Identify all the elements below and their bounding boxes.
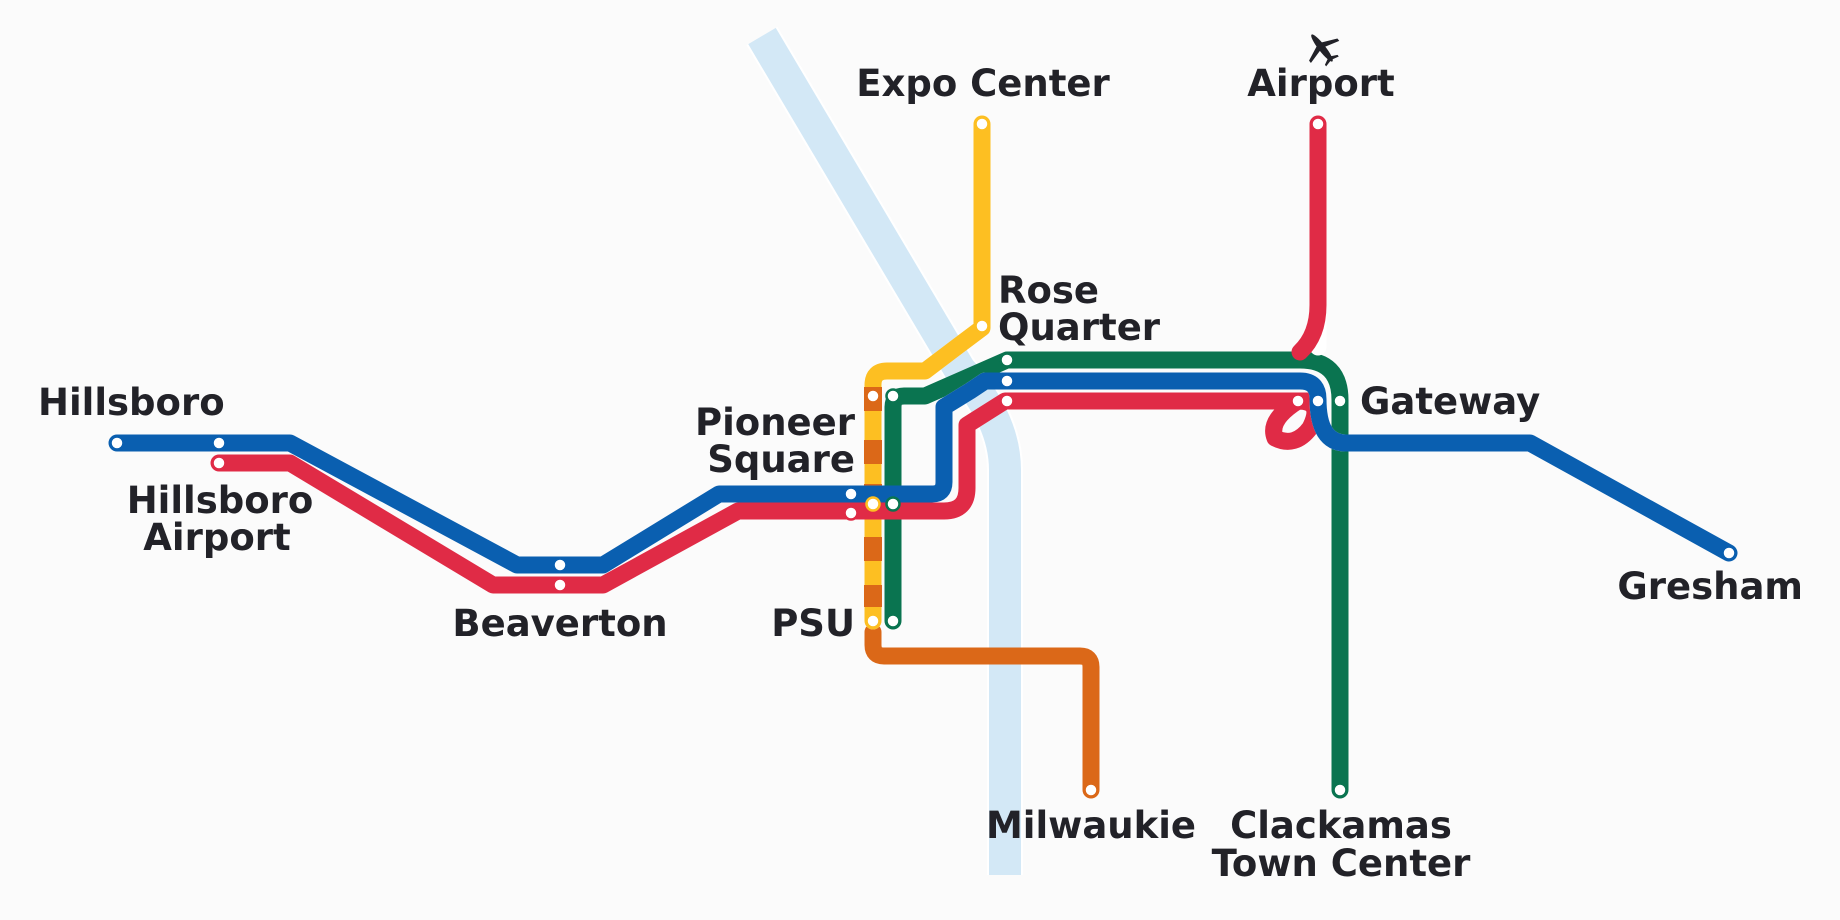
stop-pioneer-square-blue[interactable] <box>843 486 859 502</box>
stop-airport[interactable] <box>1310 116 1326 132</box>
label-gresham: Gresham <box>1617 565 1803 608</box>
label-hillsboro-airport-line2: Airport <box>143 516 290 559</box>
label-pioneer-square-line2: Square <box>707 438 855 481</box>
stop-milwaukie[interactable] <box>1083 782 1099 798</box>
label-beaverton: Beaverton <box>452 602 667 645</box>
stop-hillsboro[interactable] <box>109 435 125 451</box>
stop-psu-yellow[interactable] <box>865 613 881 629</box>
label-gateway: Gateway <box>1360 380 1540 423</box>
label-pioneer-square-line1: Pioneer <box>695 401 856 444</box>
label-milwaukie: Milwaukie <box>986 804 1196 847</box>
label-clackamas-line1: Clackamas <box>1230 804 1452 847</box>
stop-gateway-blue[interactable] <box>1310 393 1326 409</box>
label-psu: PSU <box>771 602 855 645</box>
airplane-icon <box>1309 34 1340 67</box>
label-airport: Airport <box>1247 62 1394 105</box>
stop-psu-green[interactable] <box>885 613 901 629</box>
stop-hillsboro-airport-red[interactable] <box>211 455 227 471</box>
station-labels: Expo Center Airport Rose Quarter Hillsbo… <box>38 62 1803 885</box>
yellow-line <box>864 115 991 630</box>
stop-union-station-green[interactable] <box>885 388 901 404</box>
stop-pioneer-square-green[interactable] <box>885 496 901 512</box>
label-clackamas-line2: Town Center <box>1212 842 1472 885</box>
stop-clackamas[interactable] <box>1332 782 1348 798</box>
stop-rose-quarter-green[interactable] <box>999 352 1015 368</box>
label-rose-quarter-line1: Rose <box>998 269 1099 312</box>
stop-pioneer-square-red[interactable] <box>843 505 859 521</box>
stop-beaverton-red[interactable] <box>552 577 568 593</box>
stop-gresham[interactable] <box>1721 545 1737 561</box>
label-rose-quarter-line2: Quarter <box>998 306 1161 349</box>
stop-gateway-red[interactable] <box>1290 393 1306 409</box>
stop-gateway-green[interactable] <box>1332 393 1348 409</box>
stop-pioneer-square-yellow[interactable] <box>865 496 881 512</box>
label-expo-center: Expo Center <box>856 62 1110 105</box>
label-hillsboro: Hillsboro <box>38 381 225 424</box>
stop-union-station-orange[interactable] <box>865 388 881 404</box>
stop-hillsboro-airport-blue[interactable] <box>211 435 227 451</box>
stop-rose-quarter-red[interactable] <box>999 393 1015 409</box>
stop-beaverton-blue[interactable] <box>552 557 568 573</box>
stop-rose-quarter-yellow[interactable] <box>974 318 990 334</box>
station-stops <box>109 116 1737 798</box>
blue-line <box>108 372 1738 574</box>
stop-rose-quarter-blue[interactable] <box>999 373 1015 389</box>
orange-line <box>864 623 1100 799</box>
label-hillsboro-airport-line1: Hillsboro <box>127 479 314 522</box>
stop-expo-center[interactable] <box>974 116 990 132</box>
